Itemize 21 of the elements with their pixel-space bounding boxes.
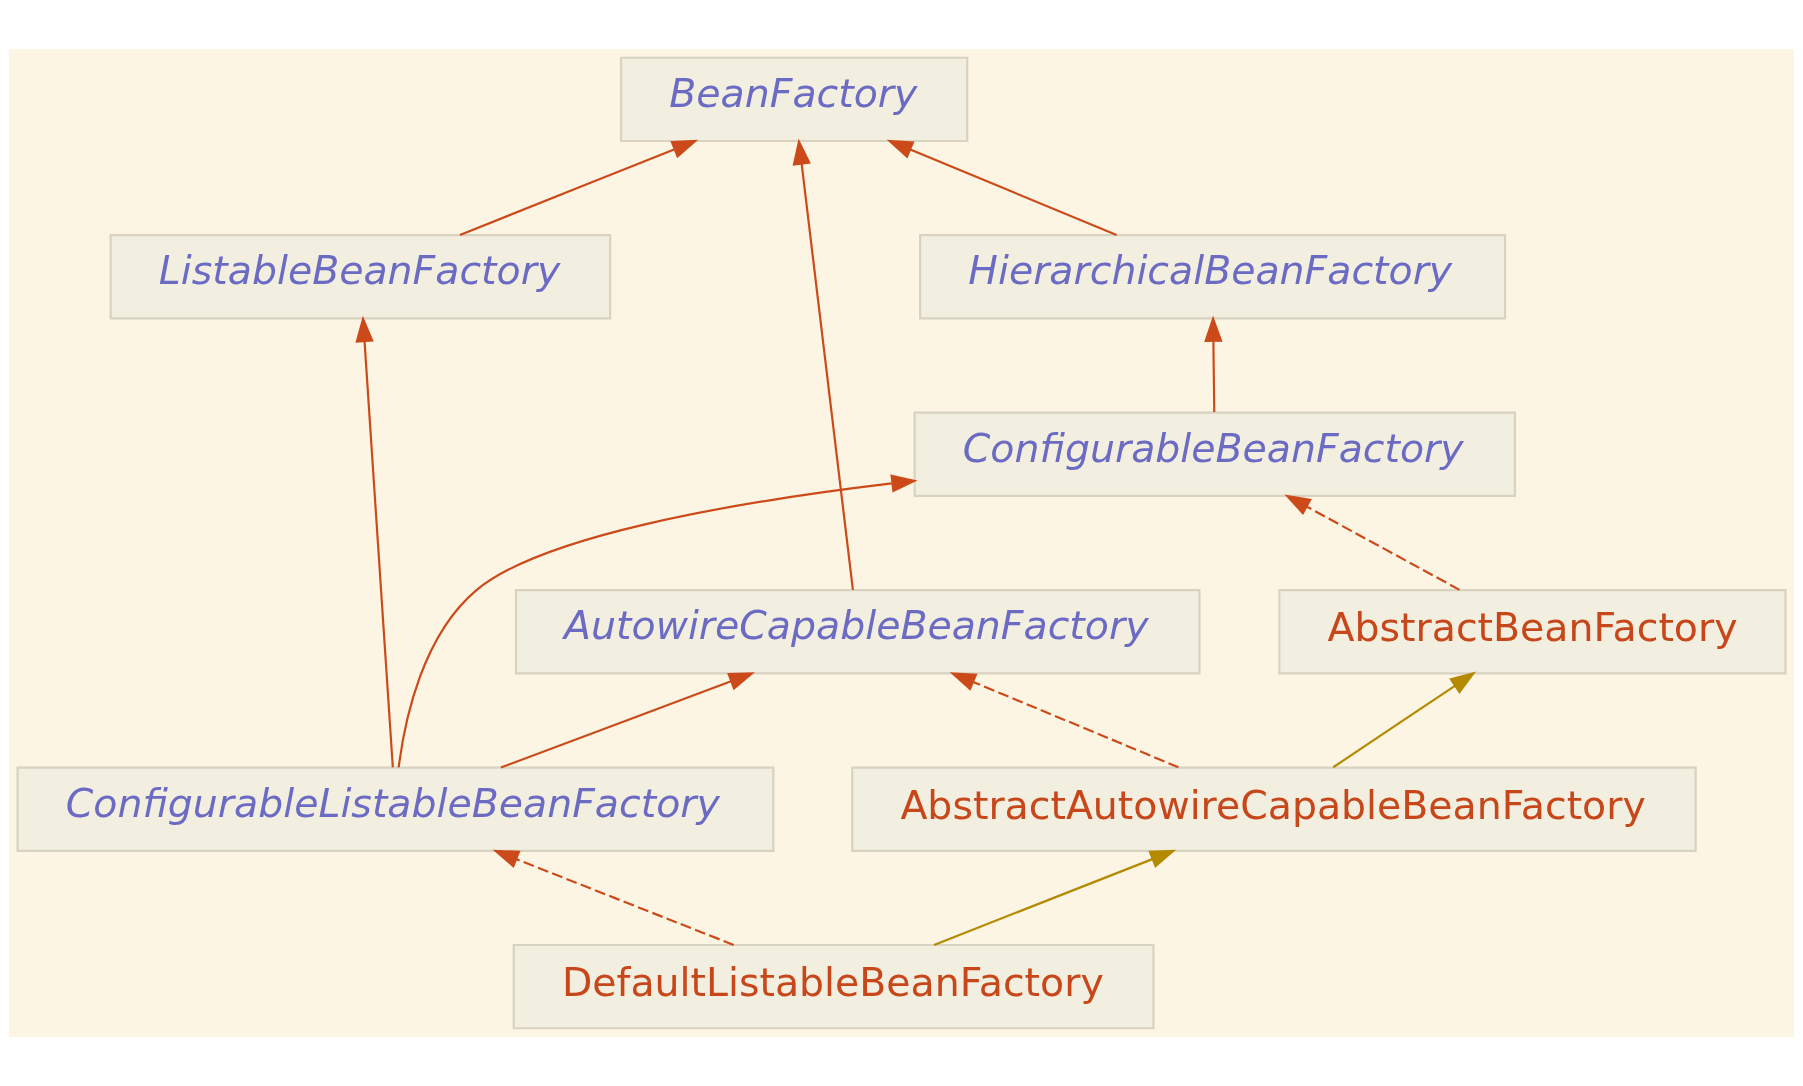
arrow xyxy=(355,315,394,768)
node-box: DefaultListableBeanFactory xyxy=(512,943,1155,1030)
arrow xyxy=(459,139,699,236)
node-box: BeanFactory xyxy=(620,56,969,143)
arrow xyxy=(492,849,735,946)
node-box: AbstractAutowireCapableBeanFactory xyxy=(851,766,1697,852)
node-box: ListableBeanFactory xyxy=(109,234,612,320)
arrow xyxy=(1204,315,1223,412)
arrow xyxy=(1332,671,1477,769)
arrow xyxy=(933,849,1177,946)
arrow xyxy=(792,138,854,590)
arrow xyxy=(397,474,918,768)
arrow xyxy=(1284,494,1461,591)
node-box: AutowireCapableBeanFactory xyxy=(514,589,1201,675)
arrow xyxy=(949,672,1179,769)
arrow xyxy=(500,672,755,769)
arrow xyxy=(886,139,1117,236)
node-box: AbstractBeanFactory xyxy=(1278,589,1787,675)
node-box: ConfigurableListableBeanFactory xyxy=(16,766,775,852)
node-box: HierarchicalBeanFactory xyxy=(919,234,1507,320)
node-box: ConfigurableBeanFactory xyxy=(913,411,1516,497)
